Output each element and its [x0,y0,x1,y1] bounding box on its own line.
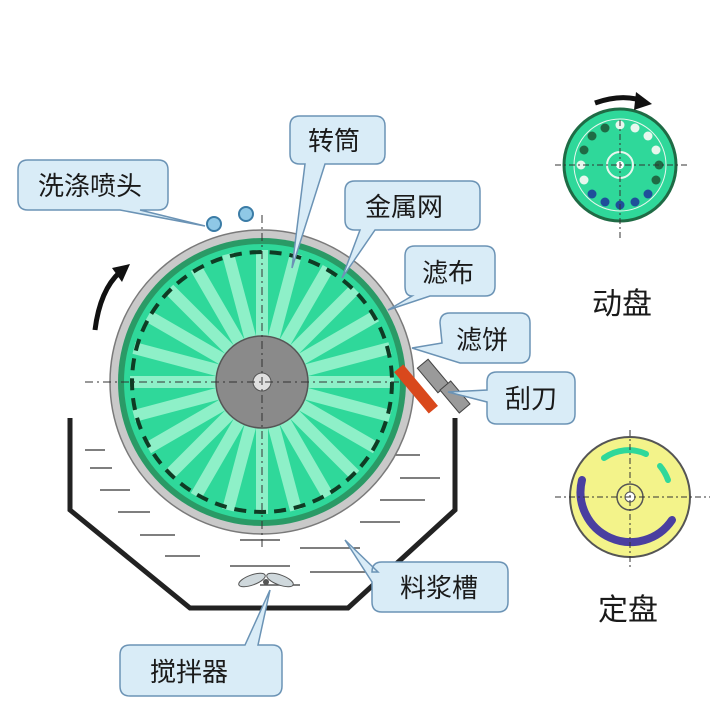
fixed-plate [555,430,710,570]
moving-plate [555,107,690,240]
rotation-arrow-icon [594,95,641,106]
label-wash-nozzle: 洗涤喷头 [38,172,142,202]
label-agitator: 搅拌器 [150,658,228,688]
label-filter-cloth: 滤布 [422,259,474,289]
callout-filter-cloth [387,245,496,311]
callout-slurry-tank [344,539,509,613]
spray-nozzle-icon [238,206,254,222]
label-moving-plate: 动盘 [592,287,652,322]
label-scraper: 刮刀 [505,385,557,415]
label-fixed-plate: 定盘 [598,593,658,628]
fixed-plate-filtrate-slot [576,476,676,547]
callout-scraper [447,371,576,425]
callout-drum [289,115,386,269]
slurry-tank [67,418,458,611]
spray-nozzle-icon [206,216,222,232]
label-slurry-tank: 料浆槽 [400,574,478,604]
drum [85,215,415,550]
label-drum: 转筒 [308,127,360,157]
label-wire-mesh: 金属网 [365,193,443,223]
callout-wire-mesh [341,180,481,279]
label-filter-cake: 滤饼 [456,326,508,356]
callout-filter-cake [411,312,531,364]
slurry-liquid-lines [85,449,440,586]
agitator-propeller-icon [238,572,294,588]
fixed-plate-wash-slot [601,447,649,461]
callout-agitator [119,589,283,697]
rotation-arrow-icon [92,270,122,331]
moving-plate-holes [576,120,664,210]
callout-wash-nozzle [17,159,206,227]
